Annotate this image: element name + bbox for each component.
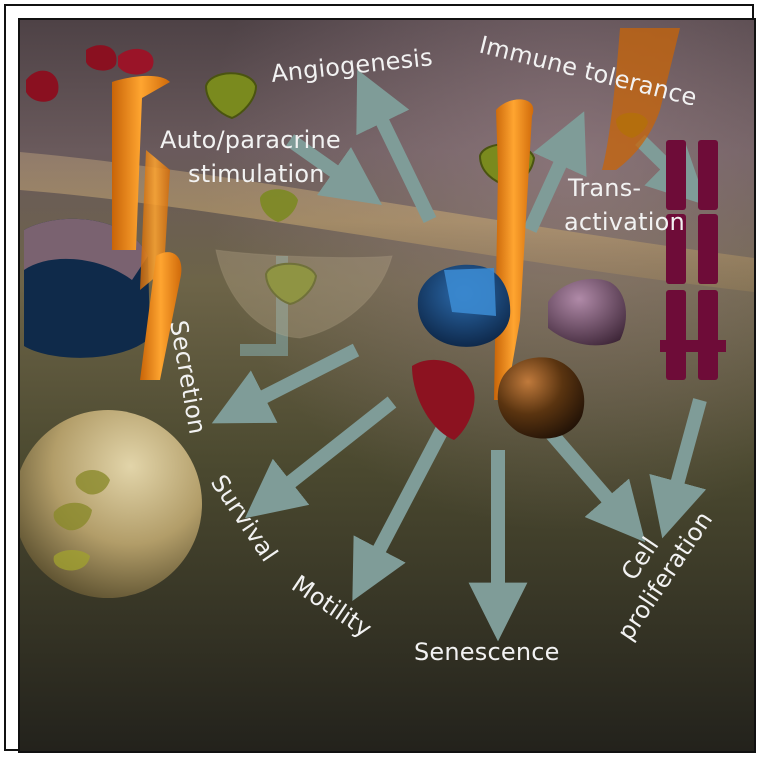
arrow-cell-proliferation-2 <box>649 398 707 539</box>
arrow-motility <box>352 426 449 602</box>
kinase-spheres <box>412 264 626 440</box>
red-ligand-icon <box>26 70 59 102</box>
arrow-angiogenesis <box>356 69 437 224</box>
green-ligand-icon-3 <box>264 262 318 306</box>
red-ligand-icon-2 <box>86 45 117 71</box>
label-trans-line2: activation <box>564 208 685 236</box>
label-senescence: Senescence <box>414 638 560 666</box>
label-auto-paracrine-line2: stimulation <box>188 160 325 188</box>
arrows-down <box>211 256 707 642</box>
cell-membrane <box>20 152 754 292</box>
secretory-vesicle-icon <box>20 410 202 598</box>
figure-frame: Angiogenesis Immune tolerance Auto/parac… <box>4 4 756 753</box>
arrow-cell-proliferation-1 <box>544 427 646 543</box>
orange-receptor-top-icon <box>602 28 680 170</box>
arrow-auto-paracrine <box>285 134 383 205</box>
purple-kinase-icon <box>548 278 626 346</box>
label-trans-line1: Trans- <box>567 174 641 202</box>
orange-receptor-icon <box>112 75 170 250</box>
green-ligand-icon-2 <box>260 189 298 222</box>
vesicle-cup <box>215 249 393 339</box>
receptor-complex-left <box>24 45 182 380</box>
signaling-illustration: Angiogenesis Immune tolerance Auto/parac… <box>20 20 754 751</box>
arrow-secretion <box>211 343 360 424</box>
green-ligand-icon <box>204 72 258 120</box>
label-auto-paracrine-line1: Auto/paracrine <box>160 126 341 154</box>
dimer-receptor-icon <box>660 140 726 380</box>
arrow-survival <box>244 396 397 519</box>
red-kinase-icon <box>412 359 475 440</box>
arrow-immune-tolerance <box>523 111 587 233</box>
red-ligand-icon-3 <box>118 48 154 75</box>
figure-canvas: Angiogenesis Immune tolerance Auto/parac… <box>18 18 756 753</box>
brown-kinase-icon <box>497 357 585 439</box>
